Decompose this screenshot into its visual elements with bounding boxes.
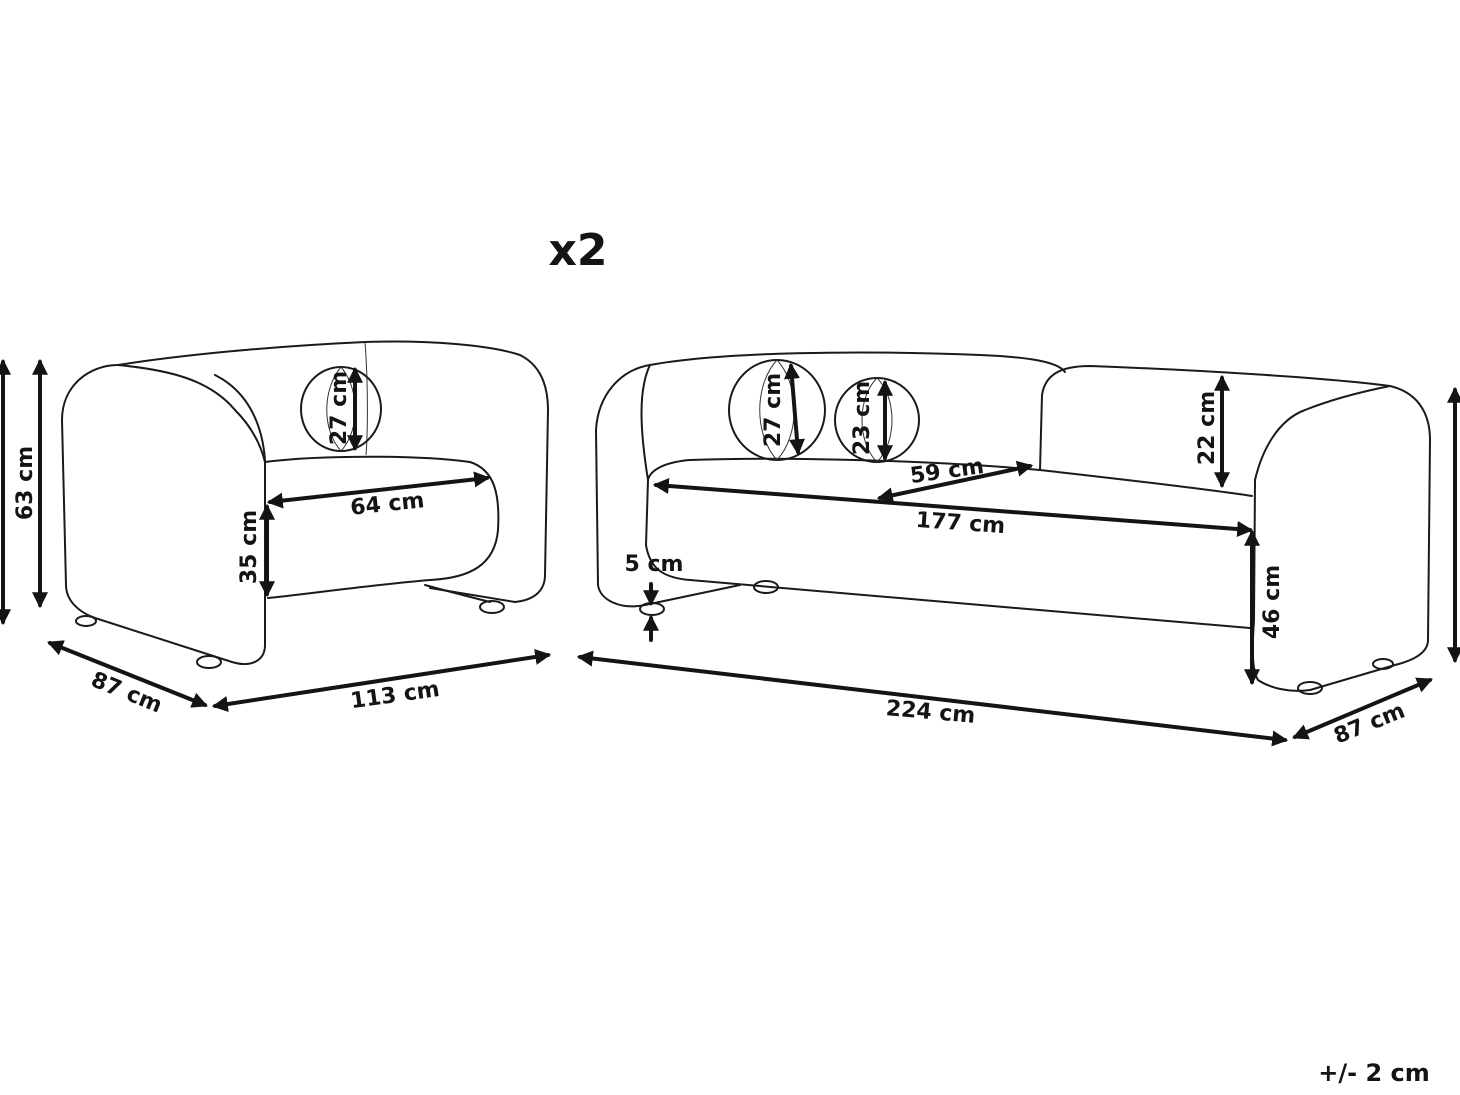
armchair-height-label: 63 cm (13, 446, 38, 520)
sofa-cushion-large-label: 27 cm (761, 373, 786, 447)
sofa-cushion-large-arrow (784, 362, 805, 456)
sofa-cushion-small-label: 23 cm (850, 381, 875, 455)
armchair-depth-arrow (47, 640, 208, 708)
sofa-seat-width-label: 177 cm (915, 508, 1006, 539)
sofa-seat-width-arrow (652, 477, 1254, 538)
sofa-seat-section-label: 59 cm (909, 454, 986, 489)
sofa-seat-height-label: 46 cm (1260, 565, 1285, 639)
sofa-back-height-label: 22 cm (1195, 391, 1220, 465)
armchair-drawing (61, 340, 549, 669)
sofa-leg-height-label: 5 cm (625, 552, 684, 577)
sofa-width-arrow (576, 650, 1289, 747)
armchair-cushion-label: 27 cm (327, 371, 352, 445)
tolerance-label: +/- 2 cm (1318, 1059, 1429, 1087)
sofa-drawing (595, 351, 1431, 695)
sofa-depth-arrow (1292, 677, 1433, 740)
armchair-width-arrow (211, 649, 552, 712)
multiplier-label: x2 (549, 225, 608, 276)
armchair-seat-height-label: 35 cm (237, 510, 262, 584)
armchair-seat-width-arrow (266, 471, 491, 509)
